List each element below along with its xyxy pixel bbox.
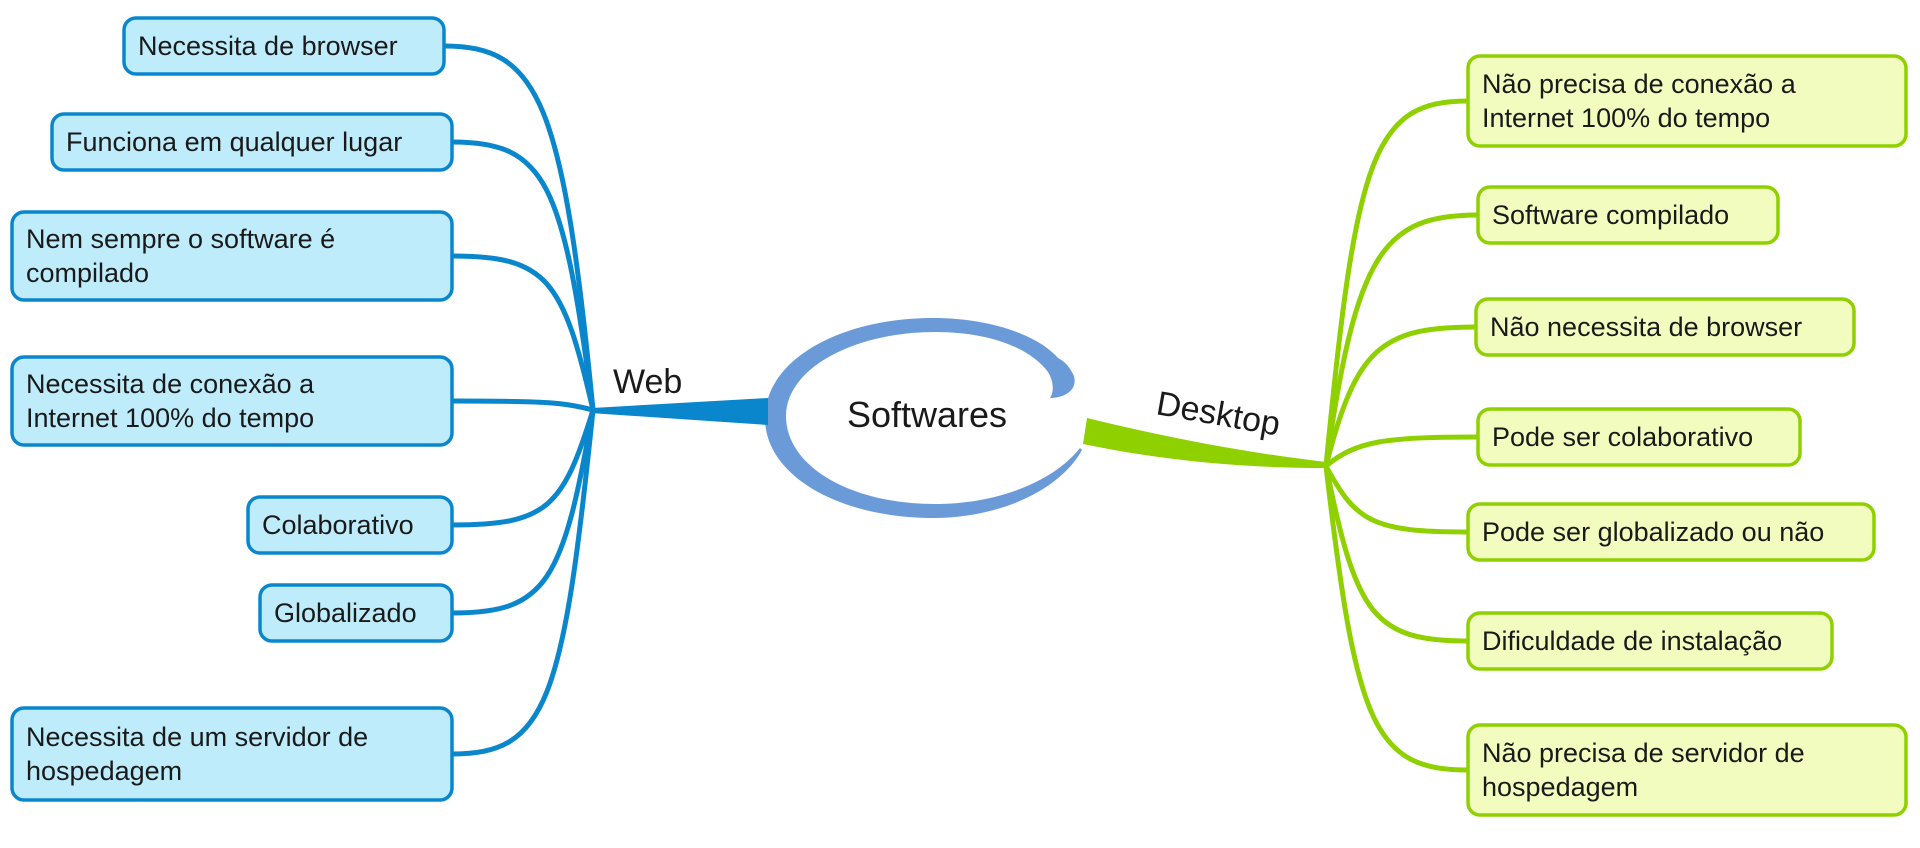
web-subtopic-text: Necessita de browser xyxy=(138,31,398,61)
desktop-subtopic[interactable]: Pode ser colaborativo xyxy=(1476,407,1802,467)
web-connector xyxy=(449,407,596,757)
desktop-subtopic-text: Internet 100% do tempo xyxy=(1482,103,1770,133)
desktop-subtopic-text: Pode ser globalizado ou não xyxy=(1482,517,1824,547)
desktop-connector xyxy=(1323,324,1479,469)
desktop-connector xyxy=(1323,463,1471,773)
web-connector xyxy=(449,398,596,413)
desktop-subtopic-box xyxy=(1476,185,1780,245)
desktop-subtopic-box xyxy=(1474,297,1856,357)
web-subtopic-box xyxy=(122,16,446,76)
web-subtopic-box xyxy=(258,583,454,643)
web-subtopic-text: Globalizado xyxy=(274,598,417,628)
web-subtopic-text: hospedagem xyxy=(26,756,182,786)
web-subtopic-box xyxy=(246,495,454,555)
web-subtopic-box xyxy=(10,355,454,447)
desktop-subtopic-box xyxy=(1466,502,1876,562)
desktop-connector xyxy=(1323,212,1481,469)
web-subtopic[interactable]: Necessita de um servidor de hospedagem xyxy=(10,706,454,802)
desktop-connector xyxy=(1323,434,1481,469)
desktop-subtopic-text: Dificuldade de instalação xyxy=(1482,626,1782,656)
desktop-subtopic[interactable]: Não necessita de browser xyxy=(1474,297,1856,357)
desktop-subtopic-text: Não necessita de browser xyxy=(1490,312,1802,342)
web-connectors xyxy=(441,43,596,757)
web-main-branch xyxy=(590,398,768,425)
desktop-subtopics: Não precisa de conexão a Internet 100% do… xyxy=(1466,54,1908,817)
desktop-connector xyxy=(1323,463,1471,535)
web-connector xyxy=(449,407,596,528)
central-topic[interactable]: Softwares xyxy=(765,318,1082,518)
web-connector xyxy=(449,139,596,413)
desktop-subtopic[interactable]: Não precisa de servidor de hospedagem xyxy=(1466,723,1908,817)
desktop-connector xyxy=(1323,98,1471,469)
web-subtopic-text: Funciona em qualquer lugar xyxy=(66,127,402,157)
web-subtopic[interactable]: Globalizado xyxy=(258,583,454,643)
web-subtopic-box xyxy=(10,706,454,802)
web-subtopic[interactable]: Nem sempre o software é compilado xyxy=(10,210,454,302)
desktop-subtopic-box xyxy=(1476,407,1802,467)
desktop-connectors xyxy=(1323,98,1481,773)
web-subtopic-box xyxy=(10,210,454,302)
web-subtopic[interactable]: Necessita de browser xyxy=(122,16,446,76)
web-subtopic-text: Colaborativo xyxy=(262,510,414,540)
web-subtopic-text: Necessita de um servidor de xyxy=(26,722,368,752)
web-subtopic-text: compilado xyxy=(26,258,149,288)
desktop-subtopic-text: Não precisa de conexão a xyxy=(1482,69,1797,99)
central-topic-label: Softwares xyxy=(847,394,1007,435)
desktop-subtopic-text: Não precisa de servidor de xyxy=(1482,738,1805,768)
web-connector xyxy=(441,43,596,413)
web-subtopic-text: Internet 100% do tempo xyxy=(26,403,314,433)
desktop-branch-label[interactable]: Desktop xyxy=(1154,384,1283,443)
web-subtopic-text: Nem sempre o software é xyxy=(26,224,335,254)
web-subtopic-text: Necessita de conexão a xyxy=(26,369,315,399)
desktop-subtopic-box xyxy=(1466,723,1908,817)
web-subtopic[interactable]: Colaborativo xyxy=(246,495,454,555)
desktop-subtopic[interactable]: Software compilado xyxy=(1476,185,1780,245)
web-connector xyxy=(449,253,596,413)
web-subtopic[interactable]: Funciona em qualquer lugar xyxy=(50,112,454,172)
web-branch-label[interactable]: Web xyxy=(613,363,682,401)
desktop-subtopic-box xyxy=(1466,611,1834,671)
web-subtopic[interactable]: Necessita de conexão a Internet 100% do t… xyxy=(10,355,454,447)
desktop-subtopic[interactable]: Não precisa de conexão a Internet 100% do… xyxy=(1466,54,1908,148)
desktop-subtopic-box xyxy=(1466,54,1908,148)
desktop-subtopic-text: Pode ser colaborativo xyxy=(1492,422,1753,452)
web-subtopic-box xyxy=(50,112,454,172)
desktop-connector xyxy=(1323,463,1471,644)
desktop-subtopic[interactable]: Dificuldade de instalação xyxy=(1466,611,1834,671)
desktop-subtopic-text: Software compilado xyxy=(1492,200,1729,230)
desktop-subtopic-text: hospedagem xyxy=(1482,772,1638,802)
desktop-subtopic[interactable]: Pode ser globalizado ou não xyxy=(1466,502,1876,562)
web-connector xyxy=(449,407,596,616)
desktop-main-branch xyxy=(1083,418,1326,468)
